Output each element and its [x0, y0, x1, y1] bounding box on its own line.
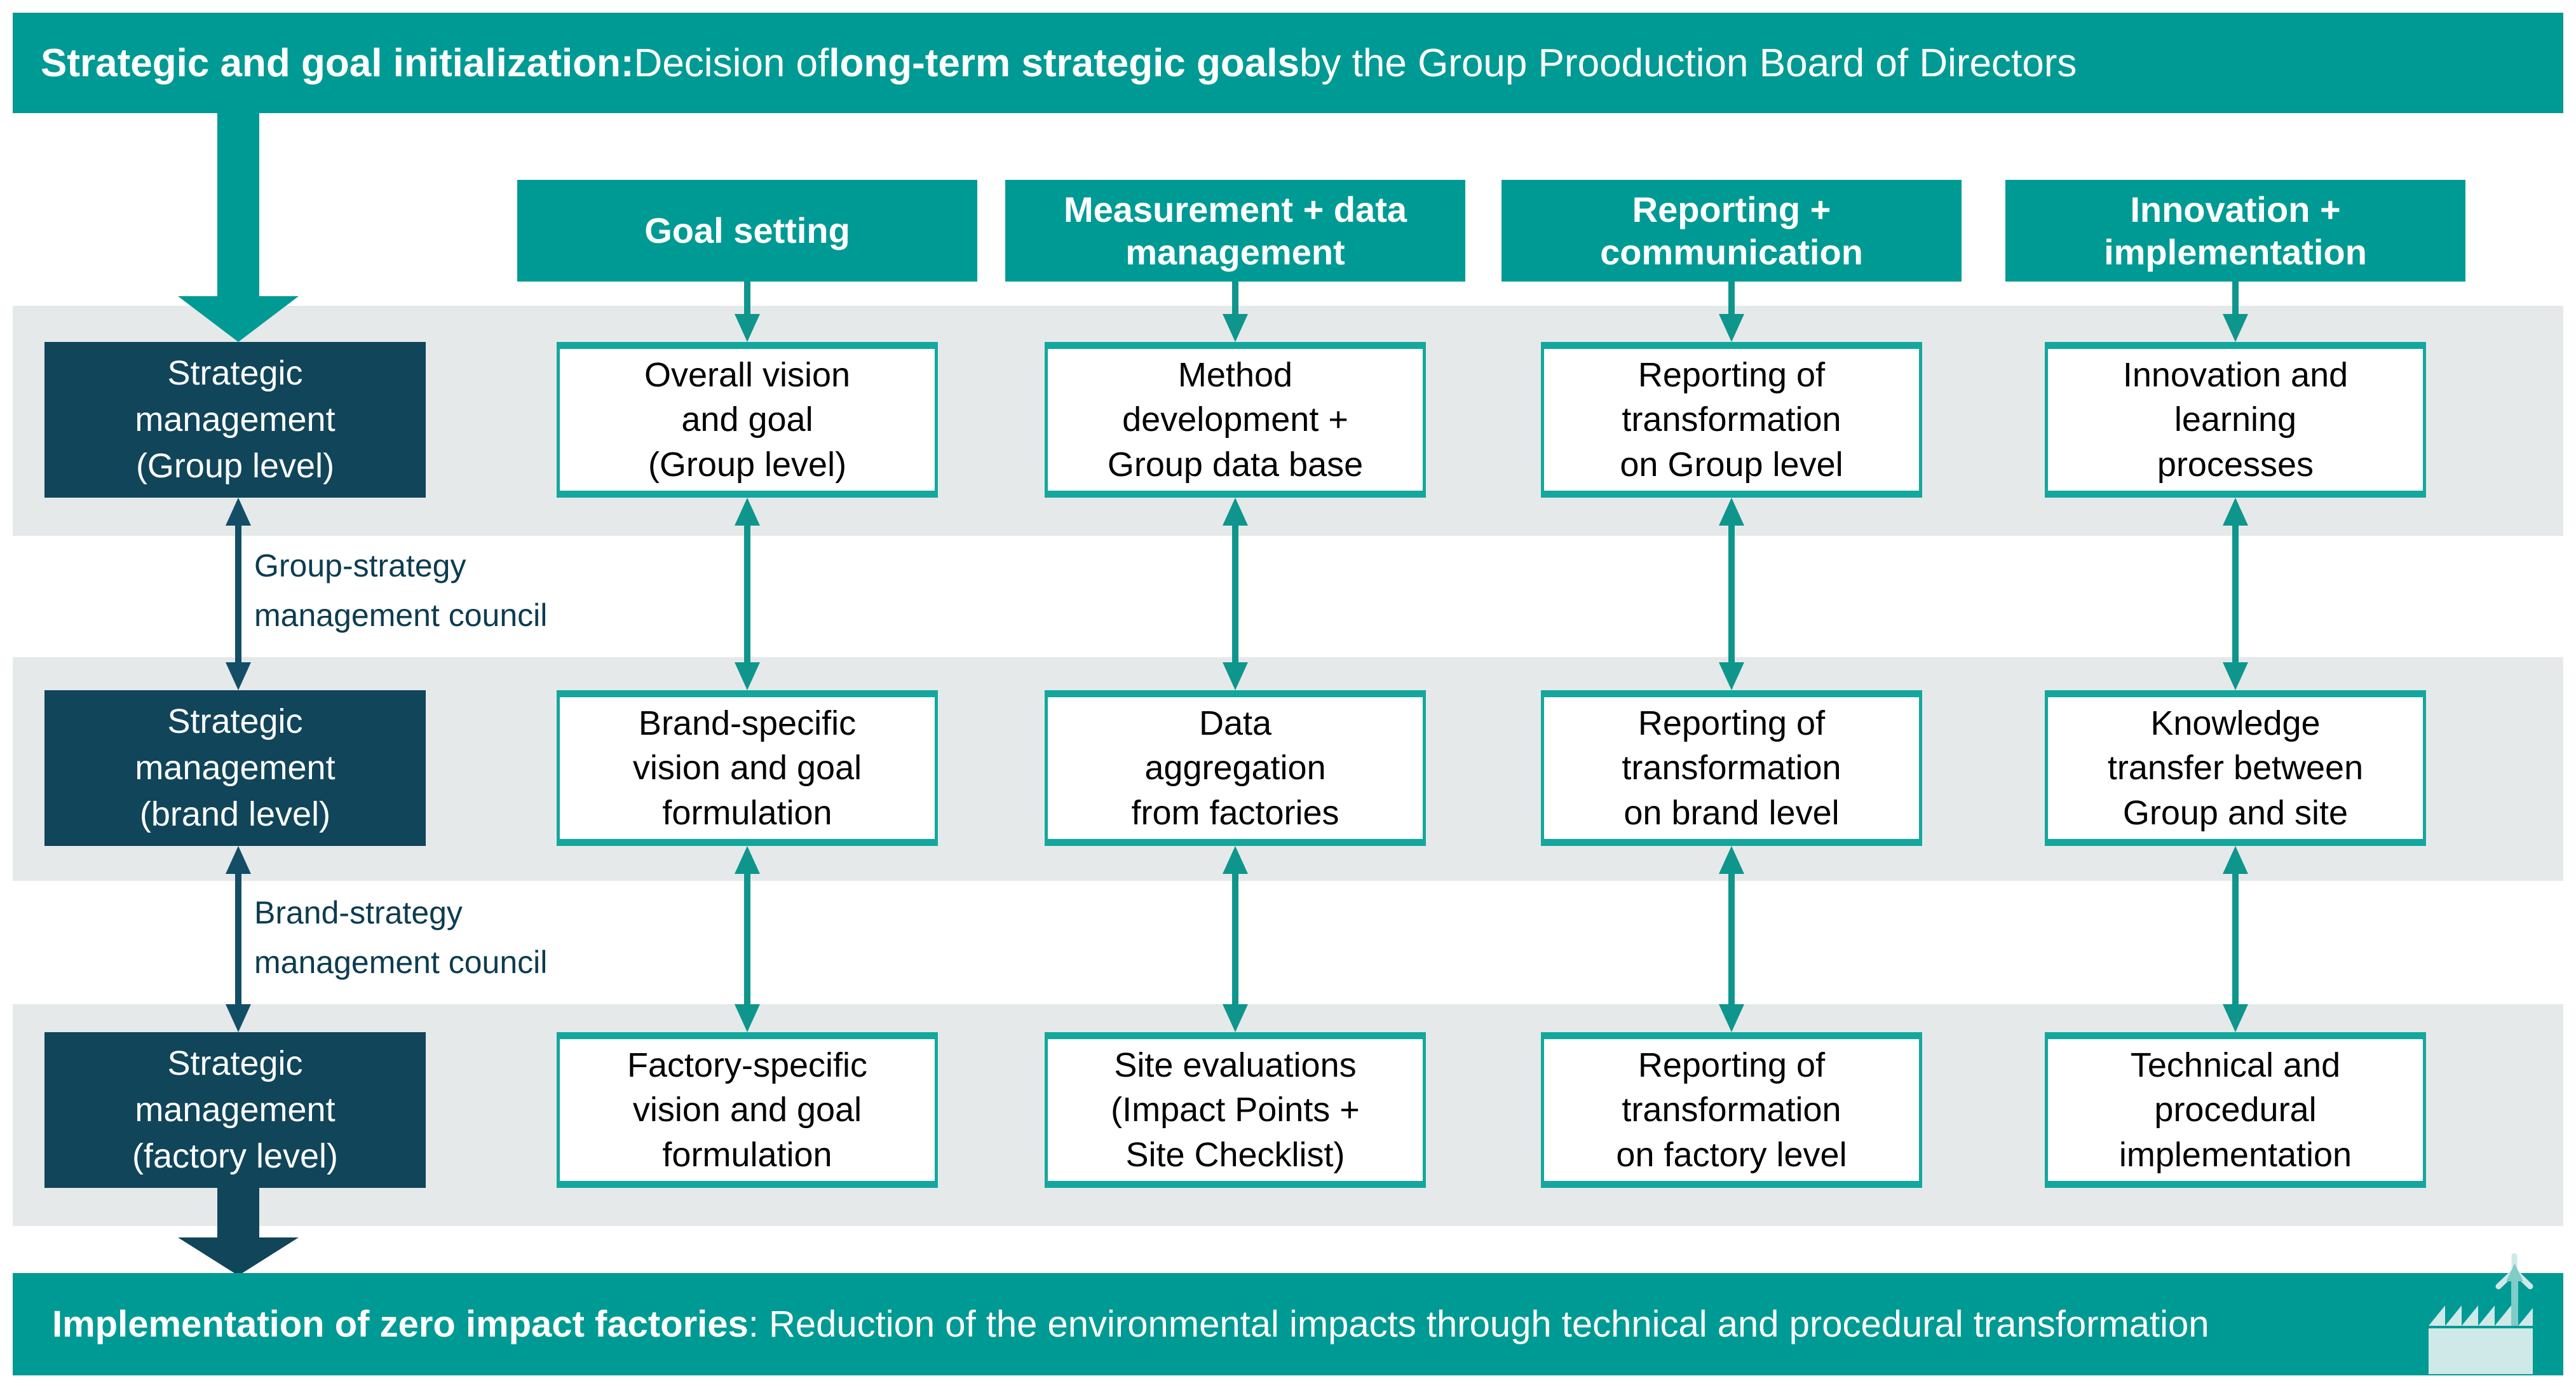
level-box-brand: Strategic management (brand level) [44, 690, 426, 846]
cell-link-arrow [2223, 498, 2248, 690]
cell-link-arrow [1719, 498, 1744, 690]
implementation-arrow-head [178, 1237, 299, 1276]
roof-tooth [2462, 1305, 2478, 1326]
cell-link-arrow [1223, 846, 1248, 1032]
arrow-down-icon [735, 1004, 760, 1032]
level-box-group: Strategic management (Group level) [44, 342, 426, 498]
top-banner-emphasis: long-term strategic goals [829, 41, 1299, 85]
cell-link-arrow [735, 498, 760, 690]
arrow-down-icon [226, 1004, 251, 1032]
arrow-down-icon [1223, 662, 1248, 690]
top-banner-text: by the Group Prooduction Board of Direct… [1299, 41, 2077, 85]
cell-brand-innovation: Knowledge transfer between Group and sit… [2045, 690, 2426, 846]
level-box-factory: Strategic management (factory level) [44, 1032, 426, 1188]
column-header-innovation: Innovation + implementation [2005, 180, 2465, 282]
header-arrow-goal [735, 276, 760, 342]
header-arrow-innovation [2223, 276, 2248, 342]
top-banner: Strategic and goal initialization: Decis… [13, 13, 2563, 113]
cell-link-arrow [1719, 846, 1744, 1032]
cell-link-arrow [1223, 498, 1248, 690]
cell-link-arrow [2223, 846, 2248, 1032]
arrow-down-icon [1719, 1004, 1744, 1032]
cell-brand-measurement: Data aggregation from factories [1045, 690, 1426, 846]
cell-factory-innovation: Technical and procedural implementation [2045, 1032, 2426, 1188]
arrow-down-icon [735, 314, 760, 342]
brand-factory-link-arrow [226, 846, 251, 1032]
cell-group-innovation: Innovation and learning processes [2045, 342, 2426, 498]
bottom-banner-text: : Reduction of the environmental impacts… [748, 1304, 2209, 1345]
bottom-banner-title: Implementation of zero impact factories [52, 1304, 749, 1345]
cell-group-goal: Overall vision and goal (Group level) [557, 342, 938, 498]
cell-brand-goal: Brand-specific vision and goal formulati… [557, 690, 938, 846]
column-header-measurement: Measurement + data management [1005, 180, 1465, 282]
arrow-down-icon [735, 662, 760, 690]
top-banner-text: Decision of [634, 41, 829, 85]
cell-factory-reporting: Reporting of transformation on factory l… [1541, 1032, 1922, 1188]
implementation-arrow-stem [217, 1188, 259, 1240]
cell-factory-goal: Factory-specific vision and goal formula… [557, 1032, 938, 1188]
cell-group-reporting: Reporting of transformation on Group lev… [1541, 342, 1922, 498]
header-arrow-reporting [1719, 276, 1744, 342]
factory-icon [2429, 1253, 2533, 1374]
cell-brand-reporting: Reporting of transformation on brand lev… [1541, 690, 1922, 846]
wind-turbine-mast-icon [2511, 1275, 2518, 1326]
brand-strategy-council-label: Brand-strategy management council [254, 895, 548, 980]
roof-tooth [2495, 1305, 2511, 1326]
arrow-down-icon [2223, 662, 2248, 690]
up-arrow-icon [2506, 1264, 2523, 1281]
arrow-down-icon [226, 662, 251, 690]
arrow-down-icon [2223, 1004, 2248, 1032]
initialization-arrow-stem [217, 113, 259, 299]
top-banner-title: Strategic and goal initialization: [41, 41, 634, 85]
arrow-down-icon [1223, 1004, 1248, 1032]
roof-tooth [2445, 1305, 2462, 1326]
initialization-arrow-head [178, 296, 299, 342]
arrow-down-icon [1719, 314, 1744, 342]
roof-tooth [2429, 1305, 2445, 1326]
roof-tooth [2518, 1308, 2533, 1326]
cell-link-arrow [735, 846, 760, 1032]
column-header-reporting: Reporting + communication [1502, 180, 1962, 282]
factory-building [2429, 1328, 2533, 1374]
arrow-down-icon [2223, 314, 2248, 342]
cell-factory-measurement: Site evaluations (Impact Points + Site C… [1045, 1032, 1426, 1188]
header-arrow-measurement [1223, 276, 1248, 342]
cell-group-measurement: Method development + Group data base [1045, 342, 1426, 498]
roof-tooth [2478, 1305, 2495, 1326]
group-strategy-council-label: Group-strategy management council [254, 548, 548, 633]
arrow-down-icon [1223, 314, 1248, 342]
bottom-banner: Implementation of zero impact factories:… [13, 1273, 2563, 1375]
group-brand-link-arrow [226, 498, 251, 690]
arrow-down-icon [1719, 662, 1744, 690]
column-header-goal-setting: Goal setting [517, 180, 977, 282]
